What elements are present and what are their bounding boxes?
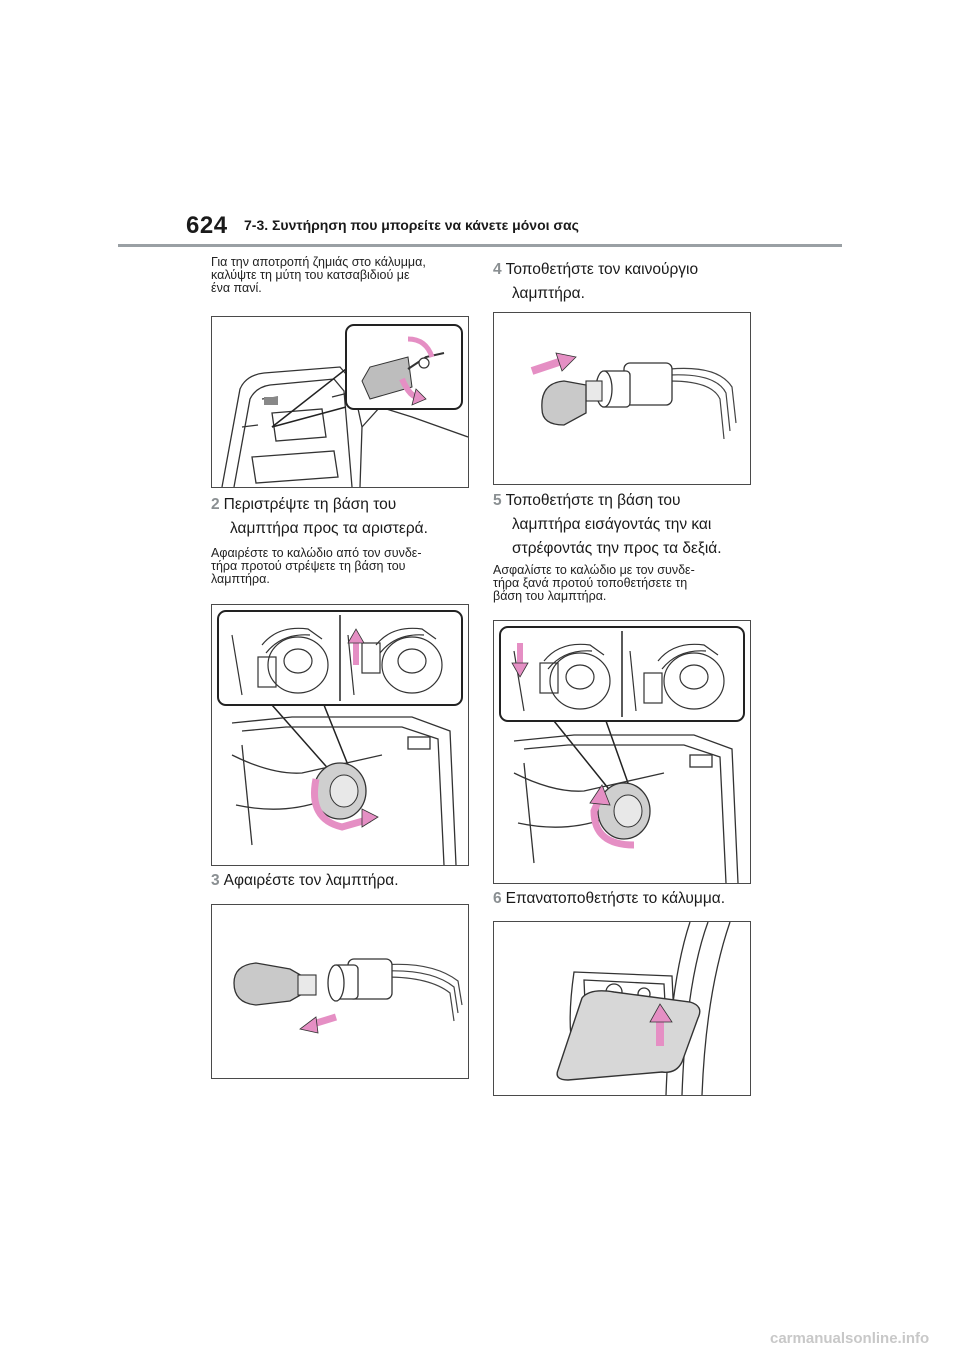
step-text: λαμπτήρα.	[512, 285, 585, 302]
step-text: Αφαιρέστε τον λαμπτήρα.	[223, 872, 399, 889]
note-line: καλύψτε τη μύτη του κατσαβιδιού με	[211, 268, 410, 282]
cover-removal-illustration	[221, 324, 468, 487]
note-line: τήρα προτού στρέψετε τη βάση του	[211, 559, 406, 573]
figure-remove-bulb	[211, 904, 469, 1079]
bulb	[233, 962, 305, 1006]
step-text: Επανατοποθετήστε το κάλυμμα.	[505, 890, 726, 907]
step-text: λαμπτήρα εισάγοντάς την και	[512, 516, 712, 533]
clip-mark	[264, 397, 278, 405]
arrow-icon	[590, 795, 635, 849]
note-line: Για την αποτροπή ζημιάς στο κάλυμμα,	[211, 255, 426, 269]
note-line: λαμπτήρα.	[211, 572, 270, 586]
step-text: Τοποθετήστε τον καινούργιο	[505, 261, 699, 278]
arrow-icon	[311, 778, 371, 831]
figure-insert-bulb	[493, 312, 751, 485]
cover-panel	[556, 990, 701, 1081]
step-2-note: Αφαιρέστε το καλώδιο από τον συνδε- τήρα…	[211, 547, 471, 586]
socket-install-illustration	[499, 626, 745, 883]
step-text: Περιστρέψτε τη βάση του	[223, 496, 397, 513]
bulb-removal-illustration	[233, 958, 463, 1034]
intro-note: Για την αποτροπή ζημιάς στο κάλυμμα, καλ…	[211, 256, 471, 295]
bulb-insert-illustration	[530, 352, 737, 440]
note-line: τήρα ξανά προτού τοποθετήσετε τη	[493, 576, 688, 590]
socket	[327, 964, 345, 1002]
step-number: 6	[493, 890, 502, 907]
step-number: 4	[493, 261, 502, 278]
step-text: λαμπτήρα προς τα αριστερά.	[230, 520, 428, 537]
note-line: Ασφαλίστε το καλώδιο με τον συνδε-	[493, 563, 695, 577]
step-number: 3	[211, 872, 220, 889]
note-line: βάση του λαμπτήρα.	[493, 589, 607, 603]
figure-reinstall-cover	[493, 921, 751, 1096]
cover-reinstall-illustration	[556, 922, 731, 1095]
figure-rotate-socket	[211, 604, 469, 866]
bulb	[541, 380, 587, 426]
header-rule	[118, 244, 842, 247]
watermark: carmanualsonline.info	[770, 1330, 930, 1347]
note-line: ένα πανί.	[211, 281, 262, 295]
arrow-icon	[407, 336, 435, 358]
step-number: 2	[211, 496, 220, 513]
step-text: στρέφοντάς την προς τα δεξιά.	[512, 540, 722, 557]
section-title: 7-3. Συντήρηση που μπορείτε να κάνετε μό…	[244, 217, 579, 233]
note-line: Αφαιρέστε το καλώδιο από τον συνδε-	[211, 546, 422, 560]
step-5-note: Ασφαλίστε το καλώδιο με τον συνδε- τήρα …	[493, 564, 753, 603]
figure-remove-cover	[211, 316, 469, 488]
arrow-icon	[530, 357, 564, 375]
socket-rotate-illustration	[217, 610, 463, 865]
page-number: 624	[186, 212, 228, 239]
step-number: 5	[493, 492, 502, 509]
step-text: Τοποθετήστε τη βάση του	[505, 492, 681, 509]
figure-install-socket	[493, 620, 751, 884]
